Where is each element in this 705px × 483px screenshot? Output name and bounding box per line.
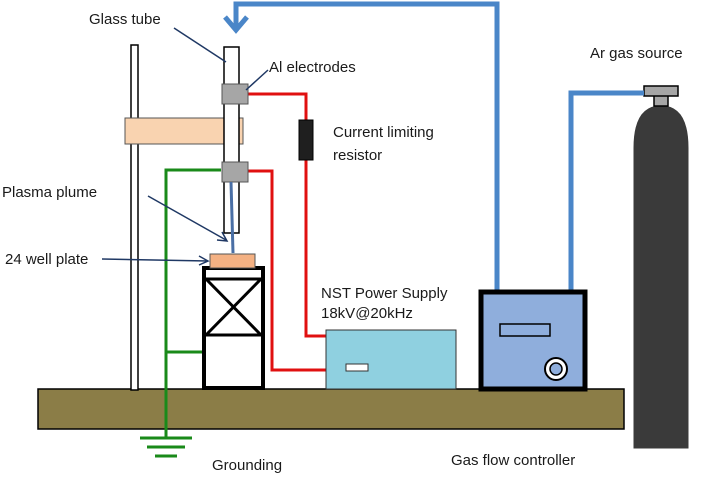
gas-line-to-tube [233, 1, 500, 290]
label-nst-power-1: NST Power Supply [321, 285, 448, 302]
label-plasma-plume: Plasma plume [2, 184, 97, 201]
al-electrode-top [221, 83, 249, 105]
hv-wire-top [248, 92, 308, 120]
leader-well-plate [101, 258, 209, 262]
label-gas-flow-controller: Gas flow controller [451, 452, 575, 469]
leader-well-plate-arrow [198, 255, 210, 266]
power-supply-slot [345, 363, 369, 372]
gas-cylinder [633, 105, 689, 449]
label-glass-tube: Glass tube [89, 11, 161, 28]
label-nst-power-2: 18kV@20kHz [321, 305, 413, 322]
gas-arrow-head [223, 15, 249, 34]
ground-wire [164, 168, 221, 438]
stand-pole [130, 44, 139, 391]
gas-flow-controller [478, 289, 588, 392]
leader-plasma-plume-arrow [216, 231, 229, 242]
leader-al-electrodes [245, 69, 269, 91]
well-plate [209, 253, 256, 269]
label-ar-gas-source: Ar gas source [590, 45, 683, 62]
gas-line-from-cylinder [568, 90, 644, 290]
flow-controller-knob-inner [549, 362, 563, 376]
cylinder-valve-knob [643, 85, 679, 97]
hv-wire-bottom [248, 169, 326, 372]
flow-controller-display [499, 323, 551, 337]
hv-wire-to-supply [304, 160, 326, 338]
nst-power-supply [325, 329, 457, 390]
label-current-limiting-1: Current limiting [333, 124, 434, 141]
bench [37, 388, 625, 430]
label-grounding: Grounding [212, 457, 282, 474]
label-well-plate: 24 well plate [5, 251, 88, 268]
sample-stand-cross-2 [204, 277, 263, 337]
plasma-plume [229, 181, 235, 254]
current-limiting-resistor [298, 119, 314, 161]
leader-plasma-plume [147, 195, 227, 241]
leader-glass-tube [173, 27, 227, 63]
label-current-limiting-2: resistor [333, 147, 382, 164]
label-al-electrodes: Al electrodes [269, 59, 356, 76]
al-electrode-bottom [221, 161, 249, 183]
